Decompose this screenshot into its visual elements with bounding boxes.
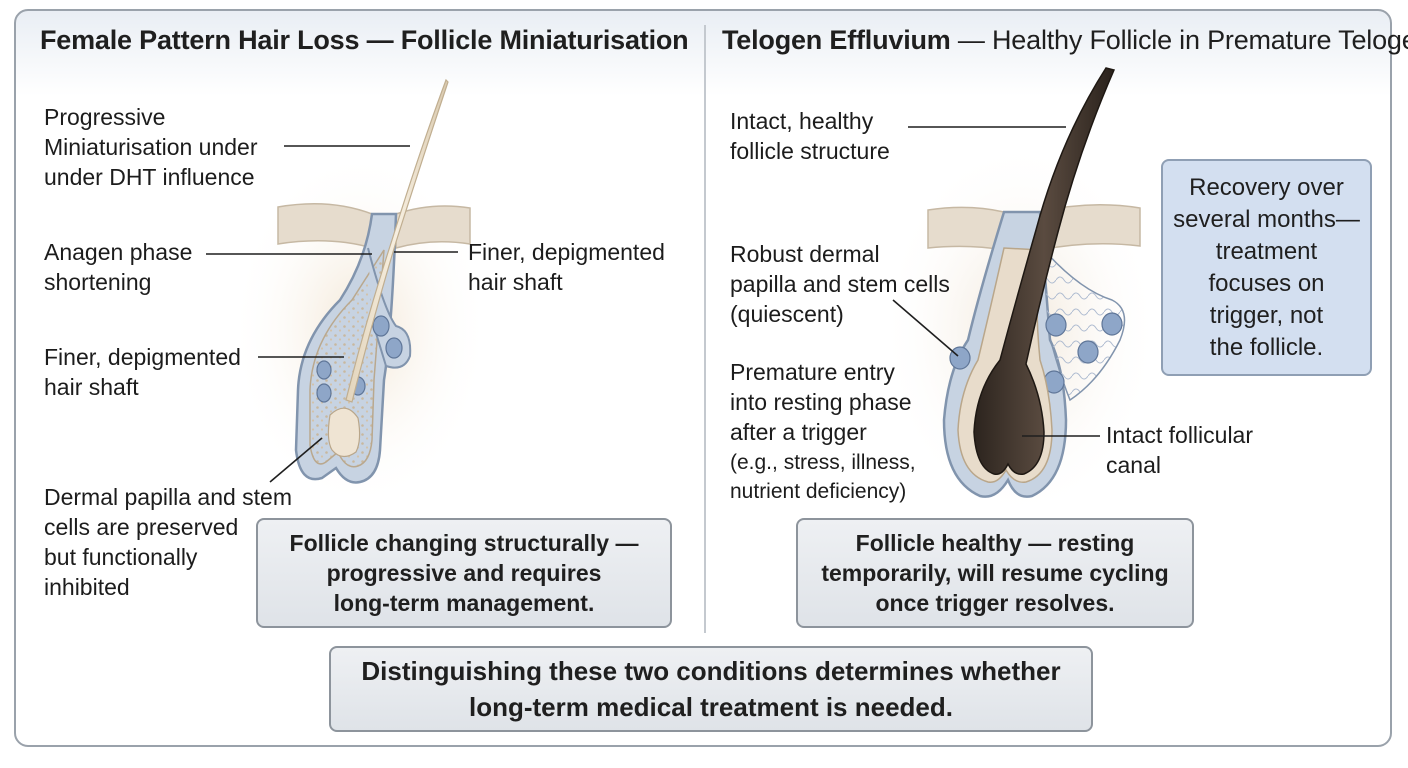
recovery-callout: Recovery over several months— treatment … bbox=[1161, 159, 1372, 376]
label-intact-follicle: Intact, healthy follicle structure bbox=[730, 108, 890, 164]
label-anagen-shortening: Anagen phase shortening bbox=[44, 239, 193, 295]
label-dermal-papilla-preserved: Dermal papilla and stem cells are preser… bbox=[44, 484, 293, 600]
telogen-follicle-illustration bbox=[880, 67, 1160, 520]
left-panel-title: Female Pattern Hair Loss — Follicle Mini… bbox=[40, 25, 689, 55]
label-robust-dermal-papilla: Robust dermal papilla and stem cells (qu… bbox=[730, 241, 950, 327]
right-title-condition: Telogen Effluvium bbox=[722, 25, 951, 55]
label-premature-resting-entry: Premature entry into resting phase after… bbox=[730, 359, 912, 445]
label-progressive-miniaturisation: Progressive Miniaturisation under under … bbox=[44, 104, 258, 190]
panel-divider bbox=[704, 25, 706, 633]
label-finer-hair-shaft-right: Finer, depigmented hair shaft bbox=[468, 239, 665, 295]
conclusion-box: Distinguishing these two conditions dete… bbox=[329, 646, 1093, 732]
left-summary-box: Follicle changing structurally — progres… bbox=[256, 518, 672, 628]
right-panel-title: Telogen Effluvium — Healthy Follicle in … bbox=[722, 25, 1408, 56]
label-leader-lines bbox=[206, 126, 1100, 483]
miniaturising-follicle-illustration bbox=[230, 78, 490, 510]
label-intact-follicular-canal: Intact follicular canal bbox=[1106, 422, 1254, 478]
label-trigger-examples: (e.g., stress, illness, nutrient deficie… bbox=[730, 451, 916, 503]
label-finer-hair-shaft-left: Finer, depigmented hair shaft bbox=[44, 344, 241, 400]
right-summary-box: Follicle healthy — resting temporarily, … bbox=[796, 518, 1194, 628]
right-title-description: — Healthy Follicle in Premature Telogen bbox=[950, 25, 1408, 55]
